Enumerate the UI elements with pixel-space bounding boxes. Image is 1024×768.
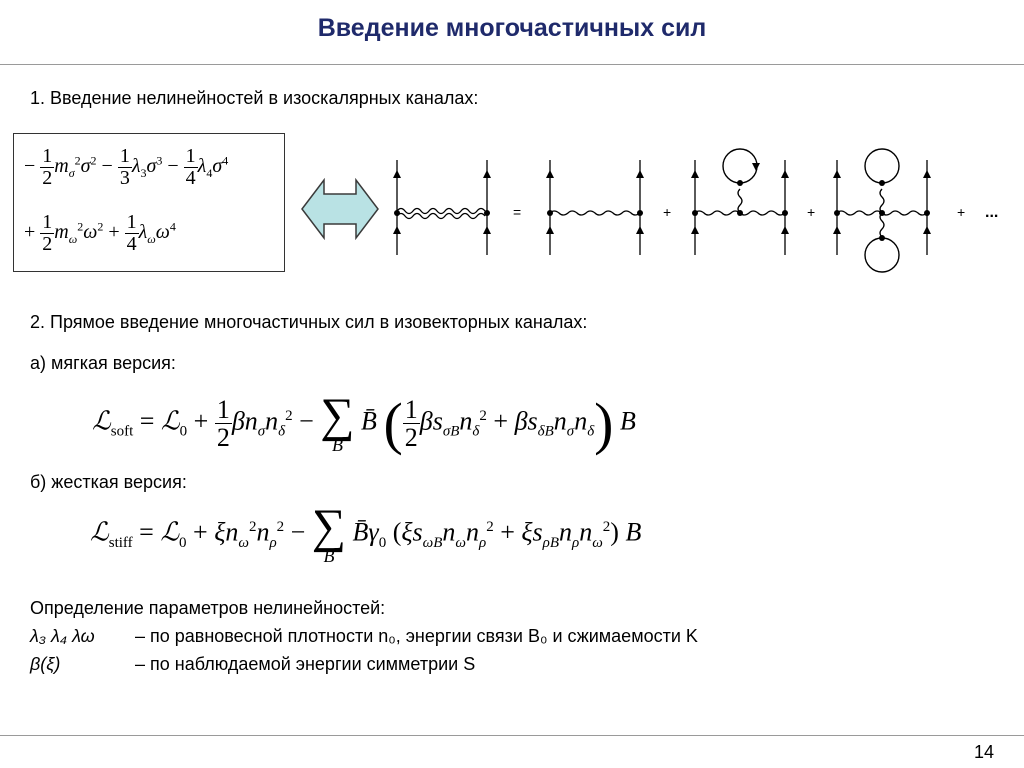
page-number: 14: [973, 742, 994, 762]
feynman-diagrams: = + +: [393, 148, 998, 273]
ellipsis: ...: [985, 204, 998, 221]
full-propagator-diagram: [393, 160, 491, 255]
plus-sign-1: +: [663, 204, 671, 220]
title-divider: [0, 64, 1024, 65]
def-row-2-symbols: β(ξ): [30, 654, 61, 674]
footer-divider: [0, 735, 1024, 736]
definitions-heading: Определение параметров нелинейностей:: [30, 598, 386, 618]
def-row-1-text: – по равновесной плотности n₀, энергии с…: [135, 626, 698, 646]
tree-level-diagram: [546, 160, 644, 255]
section-2-heading: 2. Прямое введение многочастичных сил в …: [30, 312, 588, 332]
equals-sign: =: [513, 204, 521, 220]
plus-sign-3: +: [957, 204, 965, 220]
slide-title: Введение многочастичных сил: [317, 14, 707, 42]
def-row-2-text: – по наблюдаемой энергии симметрии S: [135, 654, 476, 674]
two-loop-diagram: [833, 148, 931, 273]
plus-sign-2: +: [807, 204, 815, 220]
double-arrow-icon: [301, 178, 379, 240]
soft-version-label: а) мягкая версия:: [30, 353, 176, 373]
stiff-version-label: б) жесткая версия:: [30, 472, 187, 492]
parameter-definitions: Определение параметров нелинейностей: λ₃…: [30, 598, 990, 688]
stiff-lagrangian: ℒstiff = ℒ0 + ξnω2nρ2 − ∑B B̄γ0 (ξsωBnωn…: [90, 500, 642, 567]
section-1-heading: 1. Введение нелинейностей в изоскалярных…: [30, 88, 479, 108]
one-loop-diagram: [691, 148, 789, 255]
def-row-1-symbols: λ₃ λ₄ λω: [30, 626, 95, 646]
